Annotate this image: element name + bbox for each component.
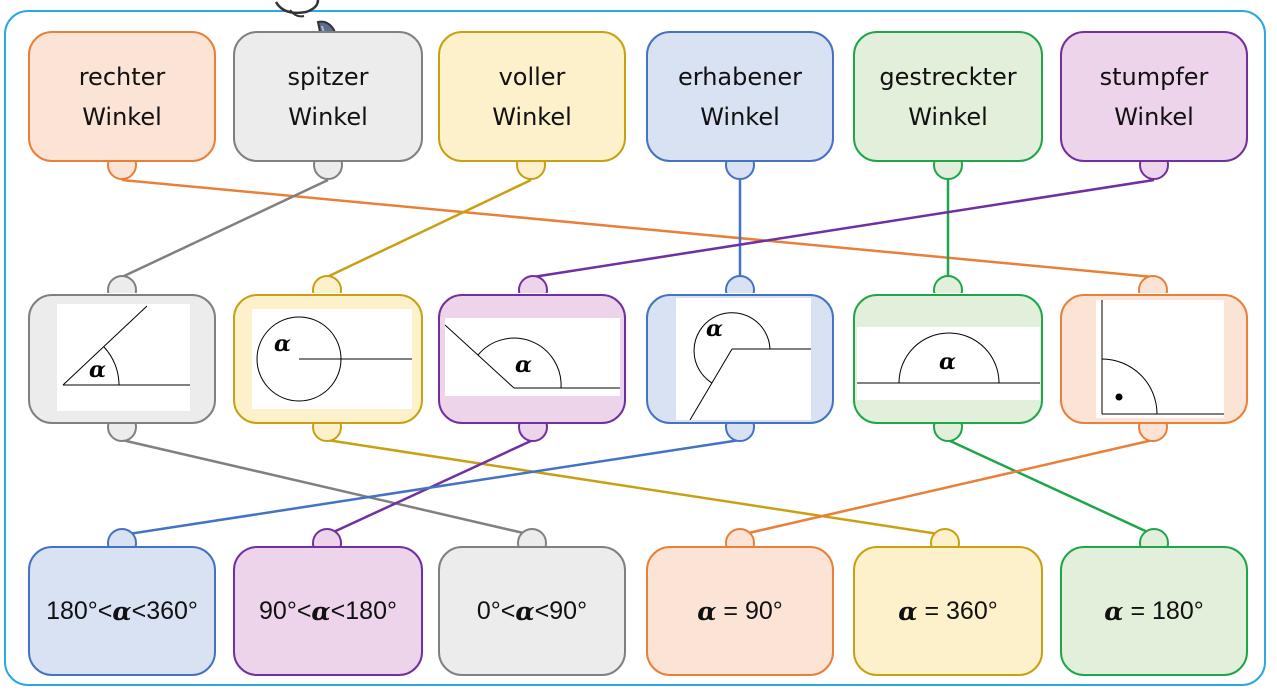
name-card-stumpfer[interactable]: stumpfer Winkel bbox=[1060, 31, 1248, 162]
value-card-full[interactable]: α = 360° bbox=[853, 546, 1043, 676]
name-line2: Winkel bbox=[700, 102, 780, 131]
picture-card-right[interactable] bbox=[1060, 294, 1248, 424]
straight-angle-icon: α bbox=[857, 332, 1040, 384]
picture-card-reflex[interactable]: α bbox=[646, 294, 834, 424]
picture-card-straight[interactable]: α bbox=[853, 294, 1043, 424]
name-card-voller[interactable]: voller Winkel bbox=[438, 31, 626, 162]
name-line1: stumpfer bbox=[1099, 62, 1209, 91]
value-prefix: 0°< bbox=[476, 596, 516, 625]
line-stumpfer-to-obtuse-picture bbox=[532, 178, 1155, 279]
alpha-symbol: α bbox=[311, 596, 331, 626]
alpha-symbol: α bbox=[898, 596, 918, 626]
name-card-rechter[interactable]: rechter Winkel bbox=[28, 31, 216, 162]
obtuse-angle-icon: α bbox=[445, 324, 620, 389]
value-suffix: <360° bbox=[131, 596, 198, 625]
angle-label: α bbox=[939, 349, 956, 375]
value-card-straight[interactable]: α = 180° bbox=[1060, 546, 1248, 676]
value-suffix: = 360° bbox=[917, 596, 998, 625]
name-line1: erhabener bbox=[678, 62, 802, 91]
connector-knob[interactable] bbox=[312, 528, 342, 546]
connector-knob[interactable] bbox=[312, 275, 342, 293]
acute-angle-icon: α bbox=[62, 305, 190, 386]
name-card-spitzer[interactable]: spitzer Winkel bbox=[233, 31, 423, 162]
alpha-symbol: α bbox=[515, 596, 535, 626]
value-card-right[interactable]: α = 90° bbox=[646, 546, 834, 676]
alpha-symbol: α bbox=[697, 596, 717, 626]
line-right-picture-to-value bbox=[739, 438, 1154, 537]
name-line2: Winkel bbox=[908, 102, 988, 131]
picture-card-obtuse[interactable]: α bbox=[438, 294, 626, 424]
value-suffix: <90° bbox=[534, 596, 588, 625]
value-prefix: 90°< bbox=[259, 596, 312, 625]
angle-label: α bbox=[706, 316, 723, 342]
right-angle-icon bbox=[1101, 300, 1224, 415]
line-voller-to-full-picture bbox=[326, 178, 532, 279]
alpha-symbol: α bbox=[1104, 596, 1124, 626]
connector-knob[interactable] bbox=[933, 275, 963, 293]
line-reflex-picture-to-value bbox=[121, 438, 741, 537]
name-line1: voller bbox=[498, 62, 566, 91]
line-acute-picture-to-value bbox=[121, 438, 533, 537]
line-rechter-to-right-picture bbox=[121, 178, 1154, 279]
connector-knob[interactable] bbox=[1139, 528, 1169, 546]
picture-card-acute[interactable]: α bbox=[28, 294, 216, 424]
reflex-angle-icon: α bbox=[689, 312, 811, 420]
value-suffix: = 180° bbox=[1123, 596, 1204, 625]
value-suffix: = 90° bbox=[716, 596, 783, 625]
value-card-obtuse[interactable]: 90°<α<180° bbox=[233, 546, 423, 676]
line-full-picture-to-value bbox=[326, 438, 946, 537]
connector-knob[interactable] bbox=[107, 528, 137, 546]
connector-knob[interactable] bbox=[725, 275, 755, 293]
name-card-gestreckter[interactable]: gestreckter Winkel bbox=[853, 31, 1043, 162]
value-card-acute[interactable]: 0°<α<90° bbox=[438, 546, 626, 676]
connector-knob[interactable] bbox=[517, 528, 547, 546]
line-straight-picture-to-value bbox=[947, 438, 1155, 537]
full-angle-icon: α bbox=[256, 316, 412, 402]
value-card-reflex[interactable]: 180°<α<360° bbox=[28, 546, 216, 676]
name-card-erhabener[interactable]: erhabener Winkel bbox=[646, 31, 834, 162]
name-line2: Winkel bbox=[492, 102, 572, 131]
name-line2: Winkel bbox=[288, 102, 368, 131]
connector-knob[interactable] bbox=[930, 528, 960, 546]
alpha-symbol: α bbox=[112, 596, 132, 626]
name-line1: spitzer bbox=[287, 62, 369, 91]
value-suffix: <180° bbox=[330, 596, 397, 625]
name-line2: Winkel bbox=[1114, 102, 1194, 131]
connector-knob[interactable] bbox=[518, 275, 548, 293]
connector-knob[interactable] bbox=[1138, 275, 1168, 293]
name-line1: rechter bbox=[78, 62, 166, 91]
angle-label: α bbox=[89, 357, 106, 383]
angle-label: α bbox=[515, 352, 532, 378]
picture-card-full[interactable]: α bbox=[233, 294, 423, 424]
connector-knob[interactable] bbox=[107, 275, 137, 293]
connector-knob[interactable] bbox=[725, 528, 755, 546]
line-spitzer-to-acute-picture bbox=[121, 178, 329, 279]
outer-frame bbox=[4, 10, 1266, 686]
angle-label: α bbox=[274, 331, 291, 357]
value-prefix: 180°< bbox=[46, 596, 113, 625]
name-line1: gestreckter bbox=[879, 62, 1017, 91]
name-line2: Winkel bbox=[82, 102, 162, 131]
